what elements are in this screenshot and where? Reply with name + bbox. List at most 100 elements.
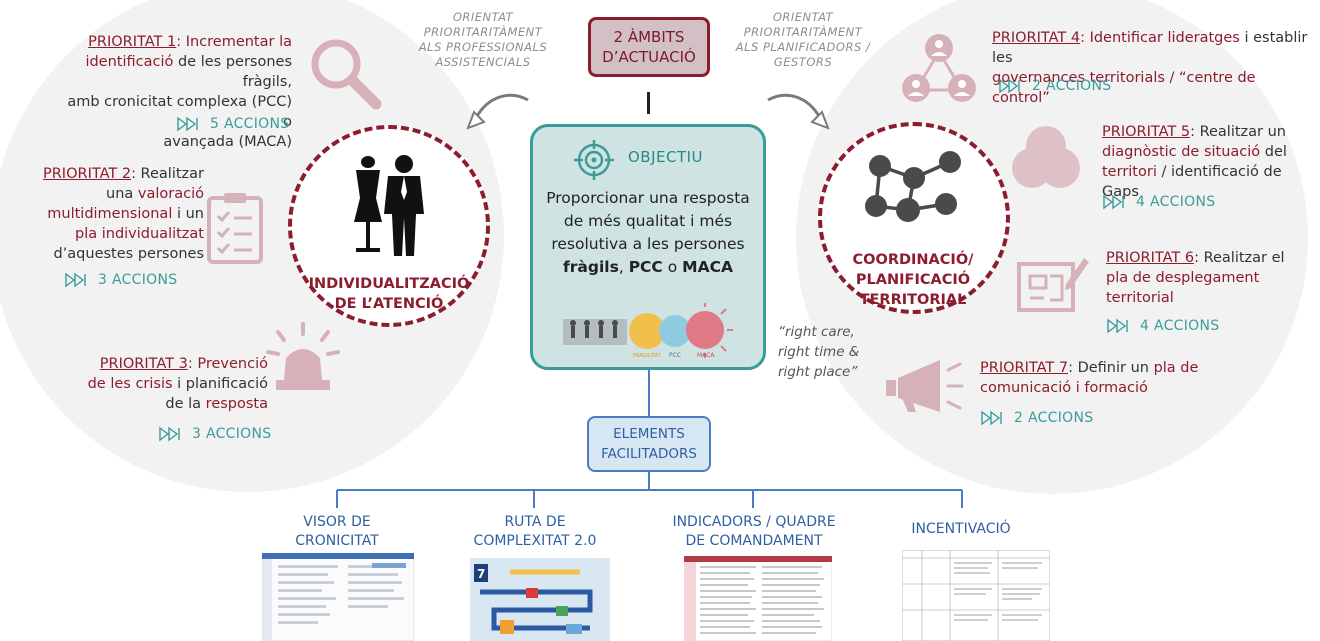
left-curved-arrow-icon — [466, 93, 529, 130]
priority-text: : Definir un — [1068, 360, 1154, 376]
fast-forward-icon — [980, 410, 1004, 426]
magnifier-icon — [311, 39, 382, 110]
priority-text: i establir les — [992, 30, 1308, 66]
priority-text: del — [1260, 144, 1287, 160]
priority-6: PRIORITAT 6: Realitzar el pla de desplega… — [1106, 248, 1306, 308]
coordination-label: COORDINACIÓ/ PLANIFICACIÓ TERRITORIAL — [852, 252, 974, 308]
left-dashed-circle — [288, 125, 490, 327]
fast-forward-icon — [998, 78, 1022, 94]
priority-text: i planificació — [172, 376, 268, 392]
objective-text-part: MACA — [682, 258, 733, 276]
venn-icon — [1012, 126, 1080, 188]
priority-line: PRIORITAT 5: Realitzar un — [1102, 122, 1316, 142]
priority-heading: PRIORITAT 6 — [1106, 250, 1195, 266]
pcc-label: PCC — [669, 352, 681, 359]
objective-box: OBJECTIU Proporcionar una resposta de mé… — [530, 124, 766, 370]
priority-7: PRIORITAT 7: Definir un pla de comunicaci… — [980, 358, 1220, 398]
priority-line: PRIORITAT 6: Realitzar el — [1106, 248, 1306, 268]
priority-line: identificació de les persones fràgils, — [60, 52, 292, 92]
fast-forward-icon — [1102, 194, 1126, 210]
megaphone-icon — [886, 360, 964, 412]
priority-line: amb cronicitat complexa (PCC) o — [60, 92, 292, 132]
priority-2-actions: 3 ACCIONS — [64, 272, 177, 288]
objective-to-facilitators-connector — [648, 370, 650, 416]
priority-6-actions: 4 ACCIONS — [1106, 318, 1219, 334]
priority-1-actions: 5 ACCIONS — [176, 116, 289, 132]
priority-heading: PRIORITAT 7 — [980, 360, 1069, 376]
priority-3-actions: 3 ACCIONS — [158, 426, 271, 442]
priority-highlight: governances territorials / “centre de co… — [992, 70, 1256, 106]
priority-text: avançada (MACA) — [163, 134, 292, 150]
priority-line: una valoració — [20, 184, 204, 204]
priority-highlight: : Prevenció — [187, 356, 268, 372]
priority-line: avançada (MACA) — [60, 132, 292, 152]
objective-text: Proporcionar una resposta de més qualita… — [539, 187, 757, 279]
priority-highlight: diagnòstic de situació — [1102, 144, 1261, 160]
fragility-pcc-maca-illustration: FRAGILITAT PCC MACA — [563, 303, 733, 359]
priority-line: PRIORITAT 1: Incrementar la — [60, 32, 292, 52]
svg-text:7: 7 — [477, 567, 485, 581]
priority-highlight: pla de desplegament — [1106, 270, 1260, 286]
individualization-label: INDIVIDUALITZACIÓ DE L’ATENCIÓ — [308, 276, 470, 312]
priority-highlight: territori — [1102, 164, 1157, 180]
priority-highlight: : Identificar lideratges — [1080, 30, 1240, 46]
fragility-label: FRAGILITAT — [633, 353, 662, 359]
blueprint-pencil-icon — [1017, 258, 1089, 312]
priority-highlight: pla individualitzat — [75, 226, 204, 242]
priority-line: pla de desplegament — [1106, 268, 1306, 288]
fast-forward-icon — [64, 272, 88, 288]
target-icon — [574, 140, 614, 180]
alarm-light-icon — [266, 322, 340, 390]
indicadors-table-thumbnail — [684, 556, 832, 641]
priority-heading: PRIORITAT 1 — [88, 34, 177, 50]
priority-highlight: territorial — [1106, 290, 1174, 306]
priority-line: pla individualitzat — [20, 224, 204, 244]
objective-text-part: resposta de més qualitat i més resolutiv… — [551, 189, 750, 253]
ambits-box: 2 ÀMBITS D’ACTUACIÓ — [588, 17, 710, 77]
people-mannequin-icon — [354, 155, 424, 256]
priority-line: de les crisis i planificació — [80, 374, 268, 394]
priority-heading: PRIORITAT 5 — [1102, 124, 1191, 140]
priority-text: una — [106, 186, 138, 202]
facilitators-tree-lines — [336, 472, 963, 508]
objective-text-part: o — [662, 258, 683, 276]
ruta-complexitat-thumbnail: 7 — [470, 558, 610, 641]
incentivacio-table-thumbnail — [902, 550, 1050, 641]
priority-text: : Realitzar un — [1190, 124, 1286, 140]
priority-highlight: identificació — [85, 54, 174, 70]
objective-text-part: Proporcionar una — [546, 189, 684, 207]
priority-5-actions: 4 ACCIONS — [1102, 194, 1215, 210]
priority-4-actions: 2 ACCIONS — [998, 78, 1111, 94]
priority-5: PRIORITAT 5: Realitzar un diagnòstic de s… — [1102, 122, 1316, 202]
priority-line: PRIORITAT 3: Prevenció — [80, 354, 268, 374]
priority-highlight: : Incrementar la — [176, 34, 292, 50]
priority-line: PRIORITAT 4: Identificar lideratges i es… — [992, 28, 1312, 68]
priority-highlight: valoració — [137, 186, 204, 202]
priority-line: comunicació i formació — [980, 378, 1220, 398]
priority-line: governances territorials / “centre de co… — [992, 68, 1312, 108]
right-curved-arrow-icon — [767, 93, 830, 130]
priority-highlight: resposta — [205, 396, 268, 412]
checklist-icon — [207, 193, 263, 264]
priority-text: d’aquestes persones — [53, 246, 204, 262]
priority-line: PRIORITAT 2: Realitzar — [20, 164, 204, 184]
priority-highlight: pla de — [1153, 360, 1199, 376]
network-icon — [865, 151, 961, 222]
maca-label: MACA — [697, 352, 715, 359]
priority-heading: PRIORITAT 2 — [42, 166, 132, 182]
incentivacio-title: INCENTIVACIÓ — [911, 521, 1011, 537]
priority-text: de les persones fràgils, — [173, 54, 292, 90]
priority-heading: PRIORITAT 4 — [992, 30, 1081, 46]
priority-4: PRIORITAT 4: Identificar lideratges i es… — [992, 28, 1312, 108]
priority-line: territori / identificació de Gaps — [1102, 162, 1316, 202]
facilitators-box: ELEMENTS FACILITADORS — [587, 416, 711, 472]
ambits-connector — [647, 92, 650, 114]
priority-line: multidimensional i un — [20, 204, 204, 224]
priority-line: d’aquestes persones — [20, 244, 204, 264]
priority-text: : Realitzar — [131, 166, 204, 182]
